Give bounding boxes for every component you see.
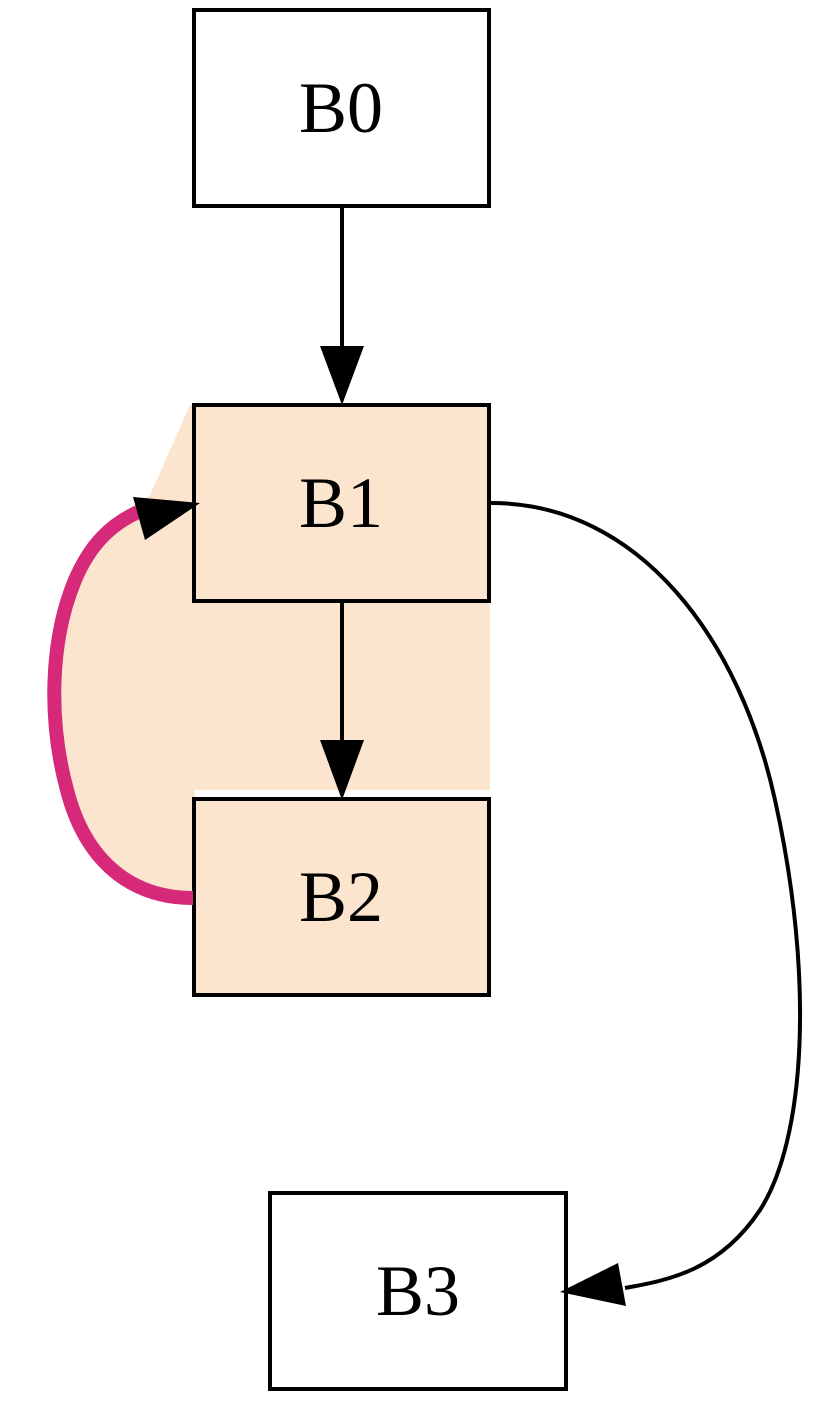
node-b1[interactable]: B1 <box>192 403 491 603</box>
node-b2[interactable]: B2 <box>192 797 491 997</box>
edge-b0-b1-arrowhead <box>320 346 364 405</box>
edge-b1-b3-arrowhead <box>560 1263 626 1306</box>
edge-b0-b1 <box>320 208 364 405</box>
node-b3[interactable]: B3 <box>268 1191 568 1391</box>
node-b1-label: B1 <box>299 463 383 543</box>
edge-b1-b3 <box>490 501 803 1306</box>
node-b3-label: B3 <box>376 1251 460 1331</box>
edge-b2-b1-back <box>47 497 200 905</box>
node-b2-label: B2 <box>299 857 383 937</box>
edge-b1-b2-arrowhead <box>320 740 364 800</box>
edge-b2-b1-arrowhead <box>133 497 200 540</box>
node-b0-label: B0 <box>299 68 383 148</box>
edge-b1-b2 <box>320 603 364 800</box>
node-b0[interactable]: B0 <box>192 8 491 208</box>
